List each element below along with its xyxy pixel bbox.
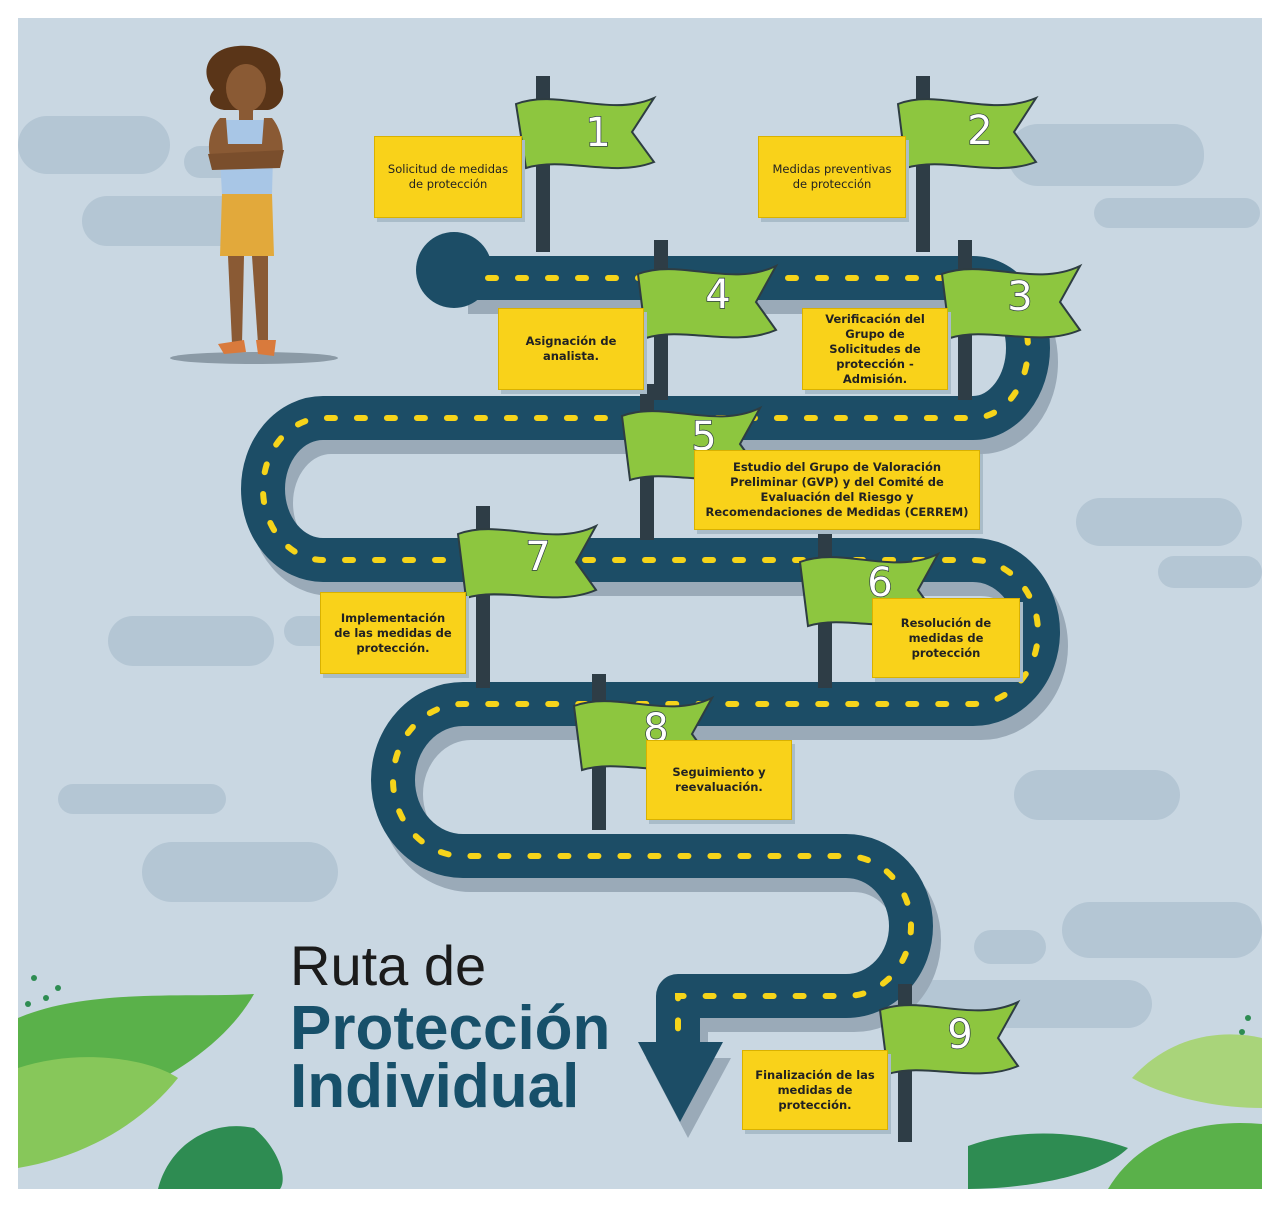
leaf-icon [968,1015,1262,1189]
flag-icon-4: 4 [636,240,779,400]
woman-figure-icon [170,45,338,364]
flag-number-2: 2 [967,108,992,154]
flag-number-3: 3 [1007,274,1032,320]
cloud [142,842,338,902]
cloud [1158,556,1262,588]
cloud [1062,902,1262,958]
cloud [18,116,170,174]
step-card-6: Resolución de medidas de protección [872,598,1020,678]
step-card-3: Verificación del Grupo de Solicitudes de… [802,308,948,390]
title-individual: Individual [290,1052,580,1121]
flag-number-7: 7 [525,534,550,580]
title-line-1: Ruta de [290,934,487,997]
flag-icon-9: 9 [878,984,1021,1142]
cloud [1076,498,1242,546]
title-line-2: Protección Individual [290,994,611,1121]
step-card-7: Implementación de las medidas de protecc… [320,592,466,674]
flag-number-1: 1 [585,110,610,156]
step-card-2: Medidas preventivas de protección [758,136,906,218]
step-card-4: Asignación de analista. [498,308,644,390]
flag-icon-1: 1 [514,76,657,252]
cloud [1094,198,1260,228]
flag-number-9: 9 [947,1012,972,1058]
cloud [1014,770,1180,820]
step-card-9: Finalización de las medidas de protecció… [742,1050,888,1130]
cloud [1008,124,1204,186]
step-card-5: Estudio del Grupo de Valoración Prelimin… [694,450,980,530]
cloud [974,930,1046,964]
flag-number-4: 4 [705,272,730,318]
title-protection: Protección [290,994,611,1063]
road-dashes [260,275,1041,1046]
step-card-1: Solicitud de medidas de protección [374,136,522,218]
leaf-icon [18,975,283,1189]
road-scene: 1 2 3 4 5 6 7 [18,45,1262,1189]
cloud [58,784,226,814]
flag-icon-7: 7 [456,506,599,688]
infographic-stage: 1 2 3 4 5 6 7 [18,18,1262,1189]
arrow-down-icon [638,1042,723,1122]
flag-icon-2: 2 [896,76,1039,252]
cloud [108,616,274,666]
flag-icon-3: 3 [940,240,1083,400]
step-card-8: Seguimiento y reevaluación. [646,740,792,820]
